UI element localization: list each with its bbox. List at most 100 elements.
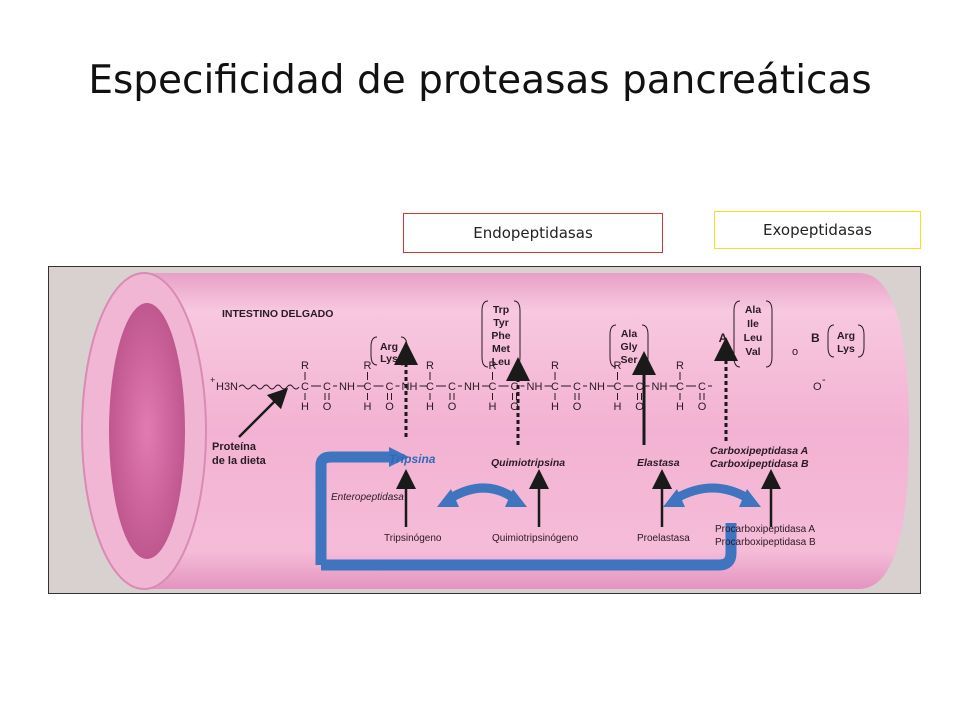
- carboxy-a-aa-4: Val: [745, 346, 760, 358]
- alpha-hydrogen: H: [364, 401, 372, 413]
- protein-label-line1: Proteína: [212, 441, 257, 453]
- diagram-header: INTESTINO DELGADO: [222, 308, 333, 320]
- procarboxi-b-label: Procarboxipeptidasa B: [715, 537, 816, 548]
- alpha-hydrogen: H: [676, 401, 684, 413]
- carboxi-b-label: Carboxipeptidasa B: [710, 458, 809, 470]
- carbonyl-carbon: C: [511, 381, 519, 393]
- alpha-carbon: C: [301, 381, 309, 393]
- carbonyl-oxygen: O: [448, 401, 457, 413]
- carboxy-activation-head-right: [739, 489, 761, 507]
- chymo-aa-1: Trp: [493, 304, 509, 316]
- protein-wavy-chain: [238, 384, 300, 390]
- carboxy-a-aa-2: Ile: [747, 318, 759, 330]
- enteropeptidasa-label: Enteropeptidasa: [331, 492, 404, 503]
- activation-loop-arrowhead: [389, 447, 409, 467]
- alpha-hydrogen: H: [551, 401, 559, 413]
- carboxy-b-letter: B: [811, 331, 820, 345]
- chymo-aa-3: Phe: [491, 330, 510, 342]
- chymo-activation-arrow: [446, 483, 518, 503]
- alpha-carbon: C: [489, 381, 497, 393]
- protein-arrow: [238, 387, 289, 438]
- activation-pathway: [315, 447, 761, 571]
- carboxy-a-letter: A: [719, 331, 728, 345]
- chymo-aa-4: Met: [492, 343, 511, 355]
- amide-nh: NH: [527, 381, 543, 393]
- intestine-opening: [109, 303, 185, 559]
- carboxy-a-aa-1: Ala: [745, 304, 762, 316]
- n-terminus: H3N: [216, 381, 238, 393]
- chymo-aa-2: Tyr: [493, 317, 509, 329]
- carbonyl-carbon: C: [573, 381, 581, 393]
- trypsin-aa-2: Lys: [380, 353, 398, 365]
- carboxi-a-label: Carboxipeptidasa A: [710, 445, 808, 457]
- slide-title: Especificidad de proteasas pancreáticas: [88, 58, 872, 103]
- connector-o: o: [792, 346, 798, 358]
- carbonyl-oxygen: O: [635, 401, 644, 413]
- side-chain-r: R: [364, 360, 372, 372]
- elastase-aa-1: Ala: [621, 328, 638, 340]
- cleavage-arrows: [394, 337, 738, 445]
- alpha-hydrogen: H: [489, 401, 497, 413]
- c-terminus: O: [813, 381, 822, 393]
- exopeptidases-label: Exopeptidasas: [714, 211, 921, 249]
- alpha-hydrogen: H: [426, 401, 434, 413]
- elastase-aa-3: Ser: [621, 354, 638, 366]
- carboxy-a-bracket: [733, 300, 773, 368]
- chymo-aa-5: Leu: [492, 356, 511, 368]
- carbonyl-carbon: C: [323, 381, 331, 393]
- protein-label-line2: de la dieta: [212, 455, 267, 467]
- alpha-carbon: C: [551, 381, 559, 393]
- carbonyl-oxygen: O: [573, 401, 582, 413]
- carbonyl-oxygen: O: [385, 401, 394, 413]
- endopeptidases-label: Endopeptidasas: [403, 213, 663, 253]
- side-chain-r: R: [551, 360, 559, 372]
- chymo-activation-head-right: [505, 489, 527, 507]
- elastase-aa-2: Gly: [621, 341, 638, 353]
- procarboxi-a-label: Procarboxipeptidasa A: [715, 524, 815, 535]
- carboxypeptidase-b-specificity: B Arg Lys: [811, 324, 865, 358]
- amide-nh: NH: [339, 381, 355, 393]
- amide-nh: NH: [402, 381, 418, 393]
- c-terminus-charge: -: [822, 374, 826, 386]
- side-chain-r: R: [676, 360, 684, 372]
- carboxy-b-bracket: [827, 324, 865, 358]
- amide-nh: NH: [464, 381, 480, 393]
- side-chain-r: R: [489, 360, 497, 372]
- side-chain-r: R: [301, 360, 309, 372]
- tripsinogeno-label: Tripsinógeno: [384, 533, 442, 544]
- alpha-carbon: C: [676, 381, 684, 393]
- carboxy-a-aa-3: Leu: [744, 332, 763, 344]
- alpha-carbon: C: [614, 381, 622, 393]
- carbonyl-carbon: C: [698, 381, 706, 393]
- alpha-hydrogen: H: [301, 401, 309, 413]
- n-terminus-charge: +: [210, 375, 215, 385]
- trypsin-specificity: Arg Lys: [370, 336, 408, 366]
- carbonyl-carbon: C: [386, 381, 394, 393]
- alpha-hydrogen: H: [614, 401, 622, 413]
- alpha-carbon: C: [426, 381, 434, 393]
- elastase-specificity: Ala Gly Ser: [609, 324, 649, 368]
- side-chain-r: R: [614, 360, 622, 372]
- proelastasa-label: Proelastasa: [637, 533, 690, 544]
- elastasa-label: Elastasa: [637, 457, 680, 469]
- tripsina-label: Tripsina: [389, 452, 436, 466]
- carbonyl-oxygen: O: [323, 401, 332, 413]
- carbonyl-oxygen: O: [510, 401, 519, 413]
- amide-nh: NH: [652, 381, 668, 393]
- carbonyl-carbon: C: [636, 381, 644, 393]
- amide-nh: NH: [589, 381, 605, 393]
- carboxy-activation-head-left: [663, 489, 685, 507]
- chymo-activation-head-left: [437, 489, 459, 507]
- zymogen-arrows: [396, 469, 781, 527]
- carboxy-b-aa-1: Arg: [837, 330, 855, 342]
- chymotrypsin-specificity: Trp Tyr Phe Met Leu: [481, 300, 521, 368]
- quimiotripsinogeno-label: Quimiotripsinógeno: [492, 533, 579, 544]
- carbonyl-carbon: C: [448, 381, 456, 393]
- alpha-carbon: C: [364, 381, 372, 393]
- side-chain-r: R: [426, 360, 434, 372]
- quimiotripsina-label: Quimiotripsina: [491, 457, 565, 469]
- trypsin-aa-1: Arg: [380, 341, 398, 353]
